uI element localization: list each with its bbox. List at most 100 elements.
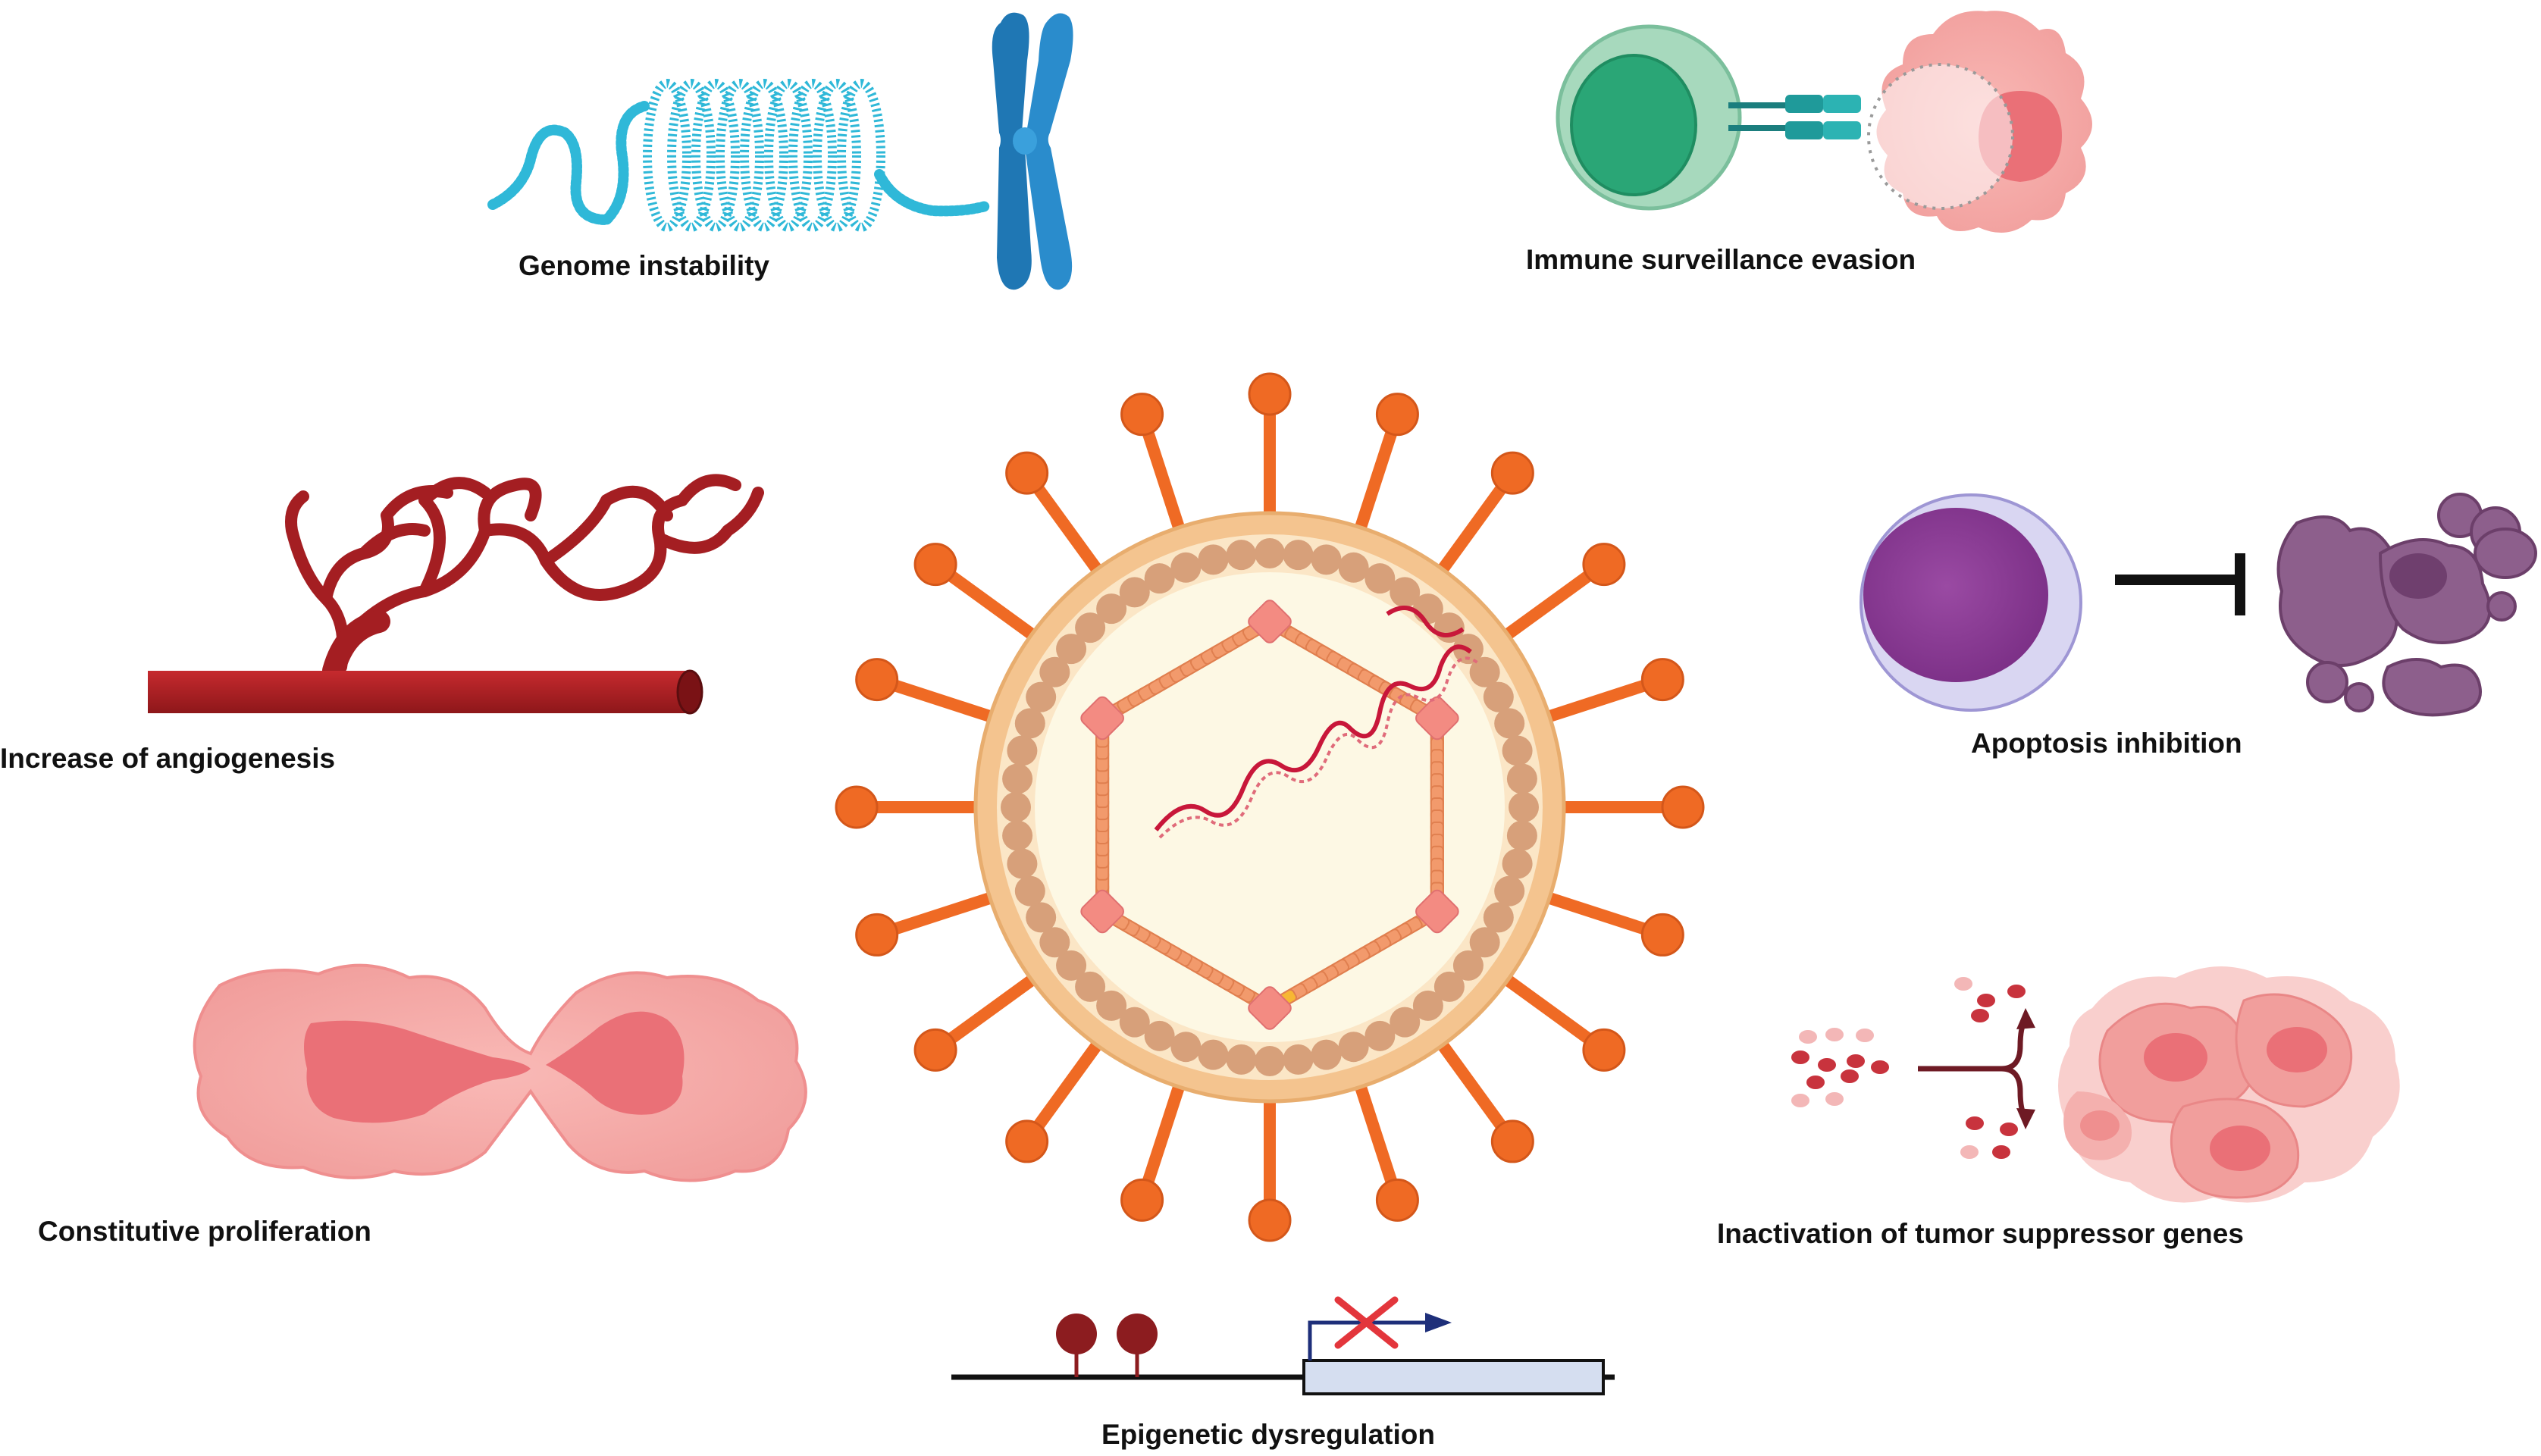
- label-epigenetic-dysregulation: Epigenetic dysregulation: [1101, 1419, 1435, 1450]
- virus-spike: [1248, 1089, 1292, 1242]
- suppressor-molecule: [1960, 1145, 1979, 1159]
- virus-spike: [1352, 1075, 1419, 1222]
- genome-instability-illustration: [487, 12, 1073, 290]
- membrane-bead: [1226, 540, 1257, 571]
- membrane-bead: [1002, 763, 1033, 794]
- membrane-bead: [1494, 708, 1525, 739]
- viral-dna-strand-b: [1158, 656, 1480, 839]
- evading-tumor-cell: [1867, 11, 2092, 233]
- membrane-bead: [1469, 656, 1500, 687]
- tumor-suppressor-illustration: [1791, 966, 2400, 1203]
- viral-dna-strand-a: [1154, 644, 1472, 831]
- main-blood-vessel: [148, 671, 690, 713]
- membrane-bead: [1075, 971, 1106, 1002]
- central-virus: [835, 372, 1705, 1242]
- methylation-mark-1: [1056, 1314, 1097, 1377]
- virus-spike: [1120, 393, 1187, 540]
- membrane-bead: [1338, 552, 1369, 583]
- dna-helix-strand: [487, 101, 650, 226]
- membrane-bead: [1056, 950, 1087, 981]
- virus-spike: [855, 658, 1002, 725]
- virus-spike: [1496, 970, 1626, 1072]
- dividing-cell-nucleus-left: [304, 1020, 531, 1123]
- membrane-bead: [1119, 577, 1150, 608]
- membrane-bead: [1390, 1007, 1421, 1038]
- membrane-bead: [1364, 563, 1396, 594]
- capsid-vertex: [1248, 986, 1292, 1030]
- suppressor-molecule: [1992, 1145, 2010, 1159]
- coil-loop: [716, 79, 764, 232]
- membrane-bead: [1014, 708, 1045, 739]
- membrane-bead: [1255, 1046, 1285, 1076]
- suppressor-molecule: [2007, 985, 2026, 998]
- membrane-bead: [1483, 681, 1514, 712]
- label-apoptosis-inhibition: Apoptosis inhibition: [1971, 728, 2242, 759]
- apoptotic-cell-fragments: [2276, 493, 2537, 717]
- suppressor-molecule: [1954, 977, 1972, 991]
- tumor-cell-cluster: [2058, 966, 2400, 1203]
- viral-dna-strand-c: [1386, 606, 1465, 637]
- membrane-bead: [1506, 820, 1537, 851]
- promoter-arrow-icon: [1308, 1313, 1452, 1360]
- membrane-bead: [1390, 577, 1421, 608]
- membrane-bead: [1338, 1032, 1369, 1063]
- membrane-bead: [1198, 1039, 1229, 1070]
- membrane-bead: [1039, 927, 1070, 958]
- virus-spikes: [835, 372, 1705, 1242]
- coil-loop: [643, 79, 691, 232]
- dividing-cell-nucleus-right: [546, 1011, 685, 1115]
- label-constitutive-proliferation: Constitutive proliferation: [38, 1216, 371, 1247]
- virus-spike: [1537, 658, 1684, 725]
- membrane-bead: [1311, 1039, 1342, 1070]
- membrane-bead: [1039, 656, 1070, 687]
- membrane-bead: [1502, 735, 1533, 766]
- virus-spike: [1248, 372, 1292, 525]
- membrane-bead: [1026, 902, 1057, 933]
- virus-spike: [1496, 543, 1626, 644]
- label-angiogenesis: Increase of angiogenesis: [0, 743, 335, 774]
- immune-evasion-illustration: [1556, 11, 2092, 233]
- membrane-bead: [1433, 971, 1465, 1002]
- coil-loop: [740, 79, 788, 232]
- capsid-hexagon: [1080, 600, 1459, 1030]
- membrane-bead: [1144, 563, 1175, 594]
- capsid-vertex: [1080, 696, 1124, 741]
- suppressor-molecules: [1791, 977, 2026, 1159]
- label-genome-instability: Genome instability: [519, 250, 769, 281]
- label-immune-evasion: Immune surveillance evasion: [1526, 244, 1916, 275]
- membrane-bead: [1096, 990, 1127, 1021]
- virus-spike: [1433, 1034, 1534, 1163]
- proliferation-illustration: [193, 963, 807, 1182]
- label-tumor-suppressor: Inactivation of tumor suppressor genes: [1717, 1218, 2244, 1249]
- capsid-vertex: [1415, 889, 1459, 934]
- apoptosis-illustration: [1860, 493, 2537, 717]
- virus-spike: [1352, 393, 1419, 540]
- virus-spike: [913, 543, 1043, 644]
- suppressor-molecule: [1825, 1092, 1844, 1106]
- suppressor-molecule: [1799, 1030, 1817, 1044]
- membrane-bead: [1452, 950, 1484, 981]
- dna-tail: [874, 169, 991, 217]
- membrane-bead: [1198, 544, 1229, 575]
- membrane-bead: [1026, 681, 1057, 712]
- coil-loop: [764, 79, 813, 232]
- membrane-bead: [1283, 1044, 1314, 1075]
- virus-spike: [1537, 890, 1684, 957]
- coil-loop: [788, 79, 837, 232]
- membrane-bead: [1311, 544, 1342, 575]
- split-arrow: [1918, 1017, 2028, 1120]
- membrane-bead: [1412, 990, 1443, 1021]
- membrane-bead: [1007, 735, 1038, 766]
- chromosome-icon: [992, 12, 1073, 290]
- membrane-bead: [1096, 593, 1127, 625]
- membrane-bead: [1283, 540, 1314, 571]
- suppressor-molecule: [1977, 994, 1995, 1007]
- suppressor-molecule: [1825, 1028, 1844, 1041]
- membrane-bead: [1119, 1007, 1150, 1038]
- membrane-bead: [1002, 820, 1033, 851]
- virus-spike: [1552, 785, 1705, 829]
- membrane-bead: [1056, 634, 1087, 665]
- healthy-cell-nucleus: [1863, 508, 2048, 682]
